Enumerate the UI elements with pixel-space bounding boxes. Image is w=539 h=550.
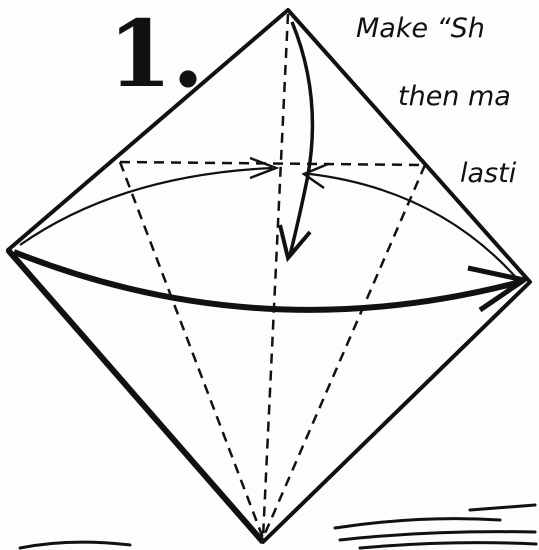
- ground-stroke-right-1: [335, 519, 500, 528]
- ground-stroke-right-2: [340, 532, 535, 540]
- bold-curved-arrow: [14, 252, 520, 310]
- instruction-line-2: then ma: [398, 81, 511, 112]
- ground-stroke-right-4: [470, 505, 535, 510]
- ground-stroke-right-3: [360, 543, 536, 548]
- paper-edge-shadow: [8, 250, 263, 542]
- vertical-fold-line: [263, 14, 288, 538]
- instruction-line-1: Make “Sh: [356, 13, 485, 44]
- top-fold-down-arrow: [290, 22, 312, 255]
- right-diagonal-fold-line: [263, 165, 425, 538]
- thin-curved-arrow-right: [310, 174, 520, 282]
- ground-stroke-left: [20, 542, 130, 548]
- instruction-line-3: lasti: [460, 158, 517, 189]
- horizontal-fold-line: [120, 162, 425, 165]
- left-diagonal-fold-line: [120, 162, 263, 538]
